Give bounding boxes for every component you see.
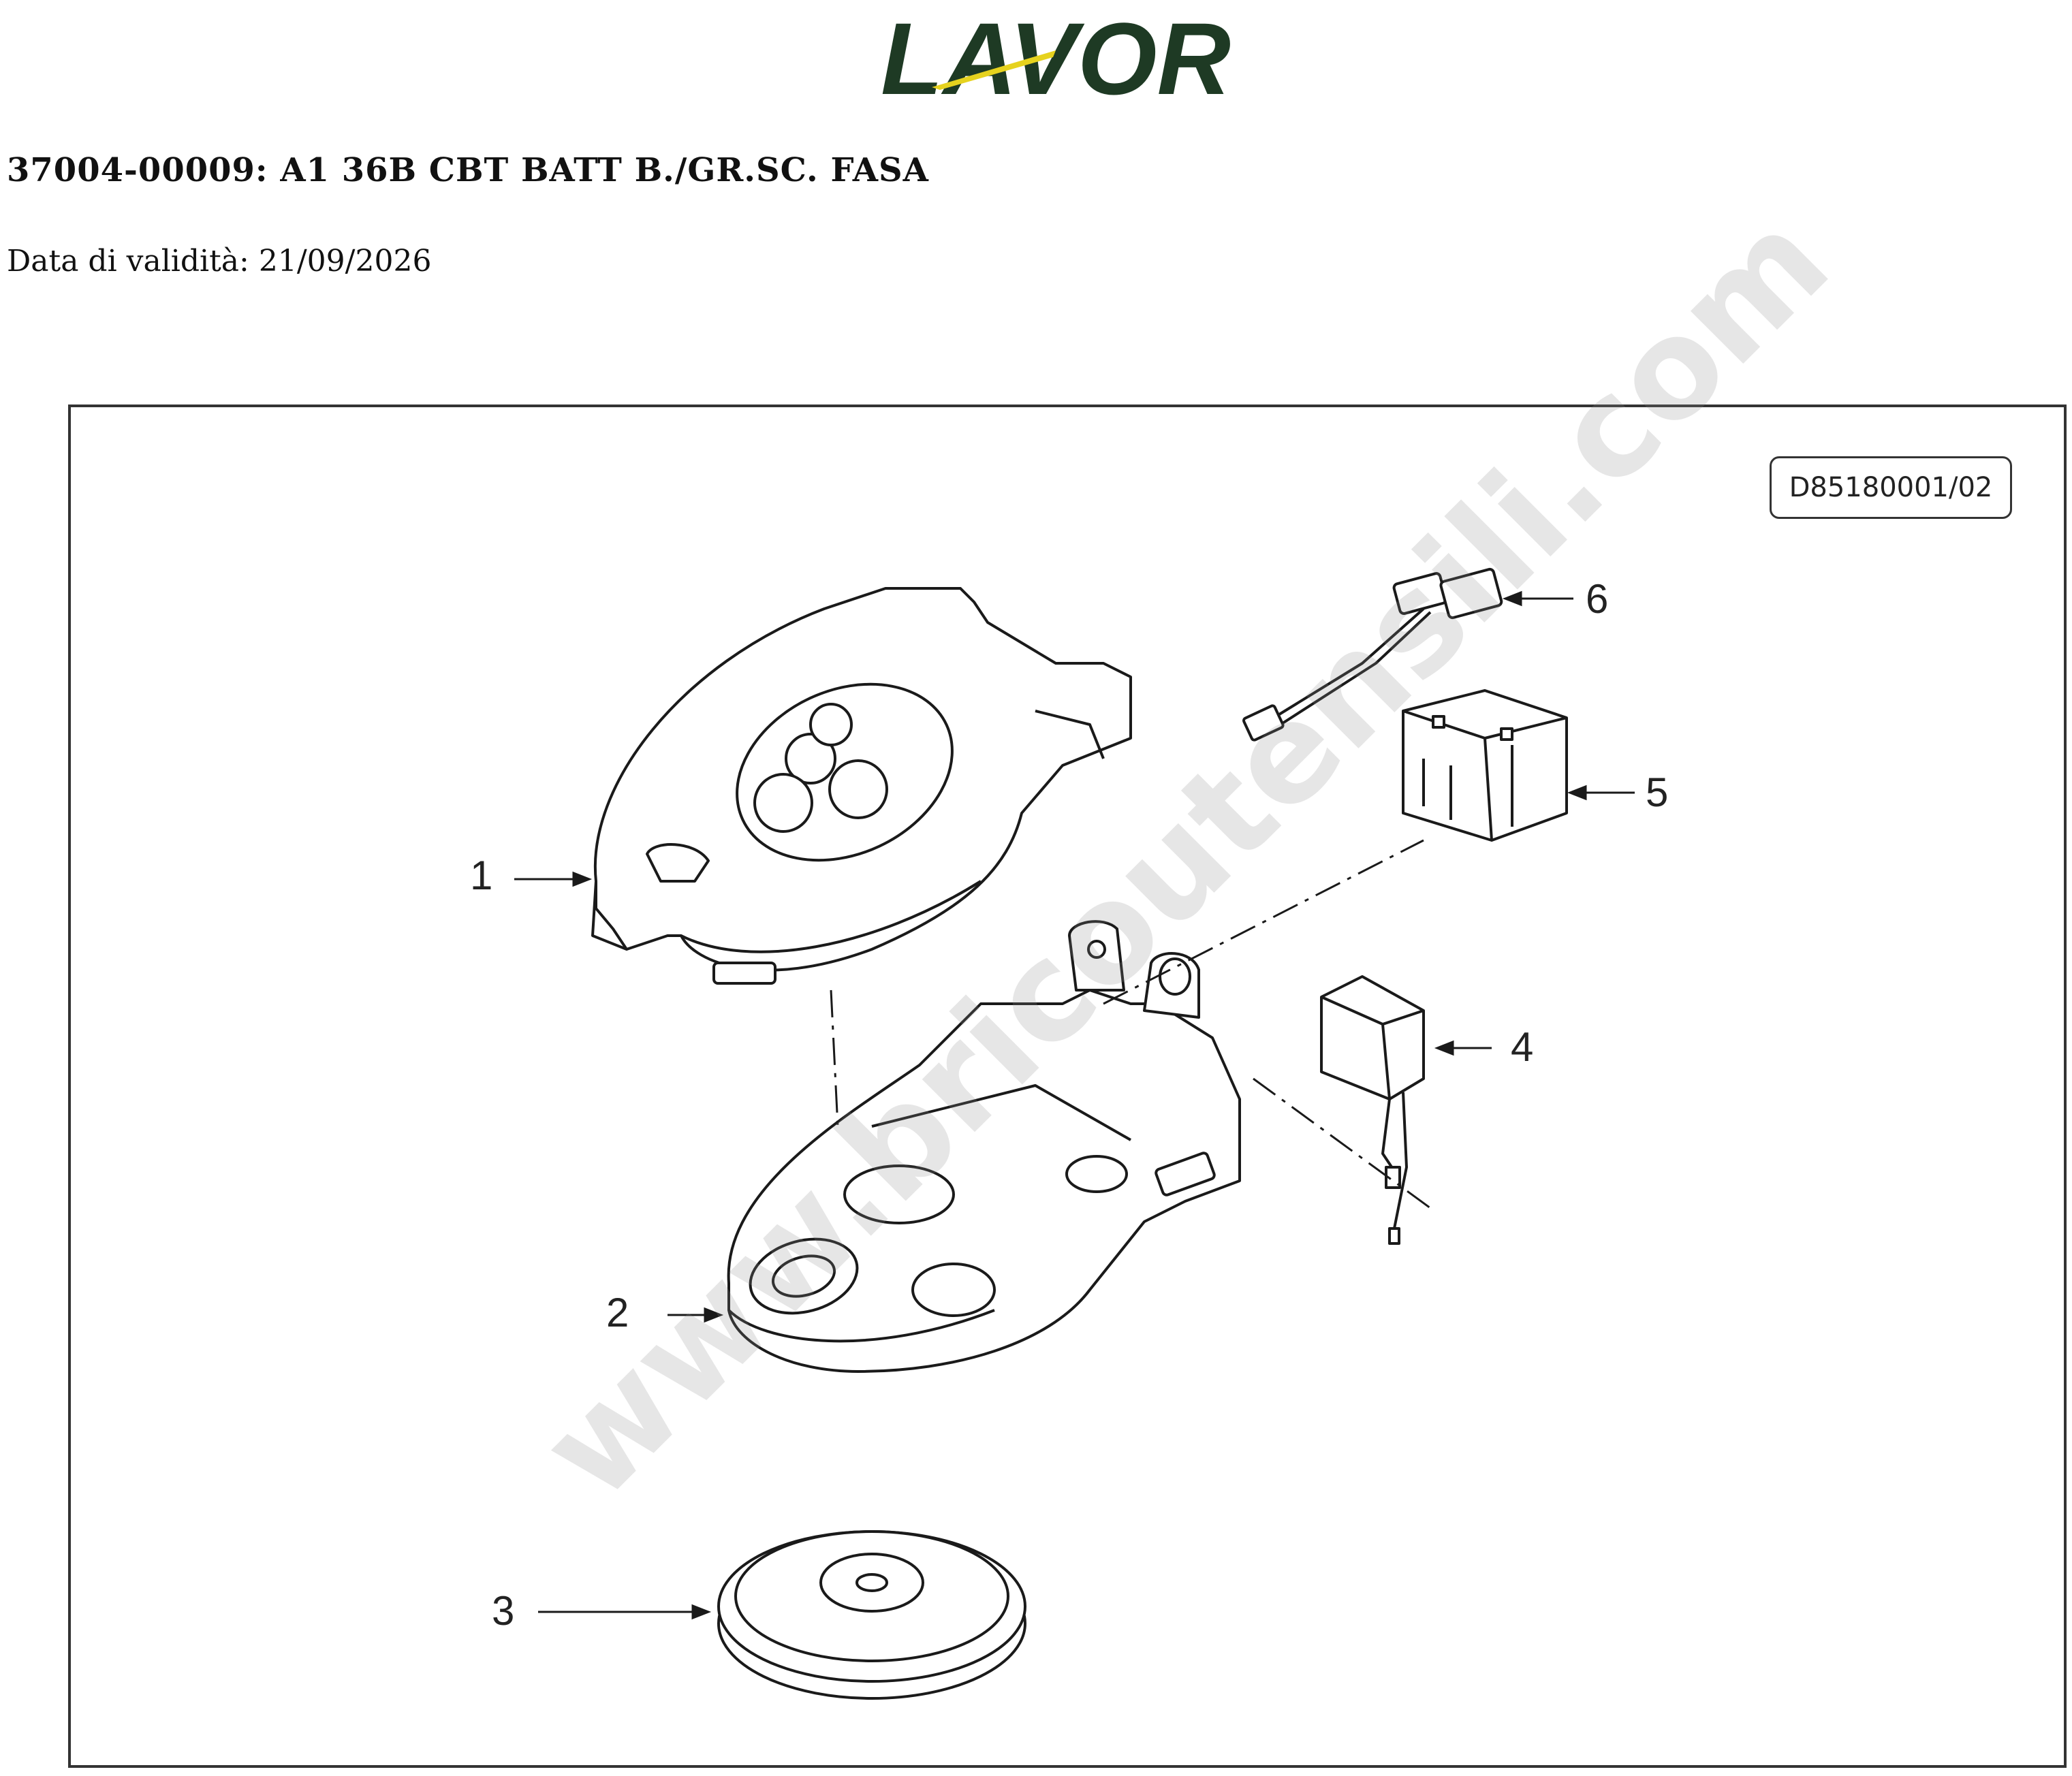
drawing-frame xyxy=(68,405,2067,1768)
callout-1: 1 xyxy=(470,853,493,898)
exploded-view-drawing xyxy=(514,567,1635,1700)
callout-5: 5 xyxy=(1646,770,1669,815)
lavor-logo: LAVOR xyxy=(881,7,1231,109)
drawing-code-box: D85180001/02 xyxy=(1770,456,2012,519)
document-title: 37004-00009: A1 36B CBT BATT B./GR.SC. F… xyxy=(7,151,929,189)
part-battery xyxy=(1402,689,1568,842)
part-top-cover xyxy=(591,587,1132,985)
part-cable-harness xyxy=(1242,567,1503,742)
part-brush-disc xyxy=(717,1530,1026,1700)
leader-arrows xyxy=(514,590,1635,1620)
validity-date: Data di validità: 21/09/2026 xyxy=(7,244,432,279)
assembly-lines xyxy=(830,839,1431,1209)
part-charger-module xyxy=(1320,975,1425,1245)
callout-4: 4 xyxy=(1511,1024,1534,1070)
logo-swoosh xyxy=(932,50,1056,90)
callout-6: 6 xyxy=(1586,576,1609,622)
part-base-housing xyxy=(727,920,1241,1373)
logo-wordmark: LAVOR xyxy=(881,7,1231,109)
callout-2: 2 xyxy=(606,1290,629,1335)
callout-3: 3 xyxy=(492,1588,515,1634)
